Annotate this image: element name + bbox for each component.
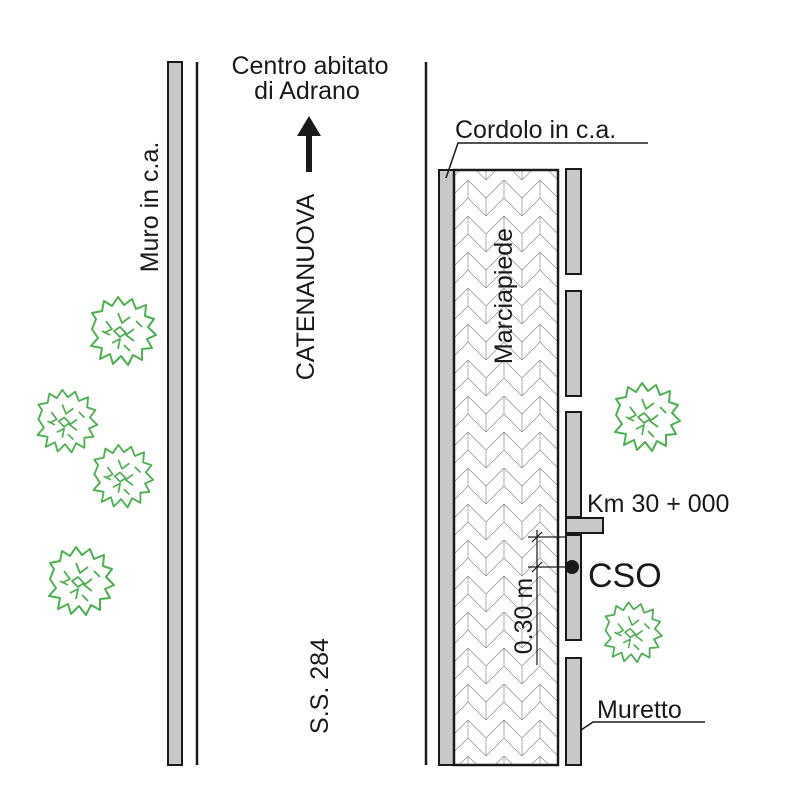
arrow-up-icon (297, 116, 321, 172)
muro-label: Muro in c.a. (136, 142, 164, 273)
muretto-leader (580, 721, 705, 731)
dimension-label: 0.30 m (510, 578, 538, 654)
centro-label-line2: di Adrano (254, 77, 360, 105)
muretto-segment (565, 534, 582, 641)
muretto-label: Muretto (597, 696, 682, 724)
km-marker-plate (565, 517, 604, 534)
catenanuova-label: CATENANUOVA (292, 193, 320, 380)
marciapiede-label: Marciapiede (490, 228, 518, 364)
tree-symbol-5 (614, 382, 681, 452)
muretto-segment (565, 657, 582, 766)
tree-symbol-1 (90, 296, 157, 366)
km-label: Km 30 + 000 (587, 490, 729, 518)
cordolo-label: Cordolo in c.a. (455, 116, 616, 144)
tree-symbol-3 (92, 443, 155, 509)
muretto-segments (565, 168, 582, 766)
ss-label: S.S. 284 (306, 638, 334, 734)
cso-label: CSO (588, 557, 662, 595)
muro-wall (167, 61, 183, 766)
dimension-marker (528, 530, 566, 665)
muretto-segment (565, 411, 582, 518)
cordolo-leader (445, 142, 648, 179)
tree-symbol-4 (48, 546, 115, 616)
muretto-segment (565, 290, 582, 397)
tree-symbol-2 (36, 388, 99, 454)
centro-label-line1: Centro abitato (231, 52, 388, 80)
cordolo-curb (438, 169, 455, 766)
muretto-segment (565, 168, 582, 275)
marciapiede-sidewalk (452, 168, 560, 767)
cso-marker (565, 560, 579, 574)
tree-symbol-6 (603, 601, 663, 664)
